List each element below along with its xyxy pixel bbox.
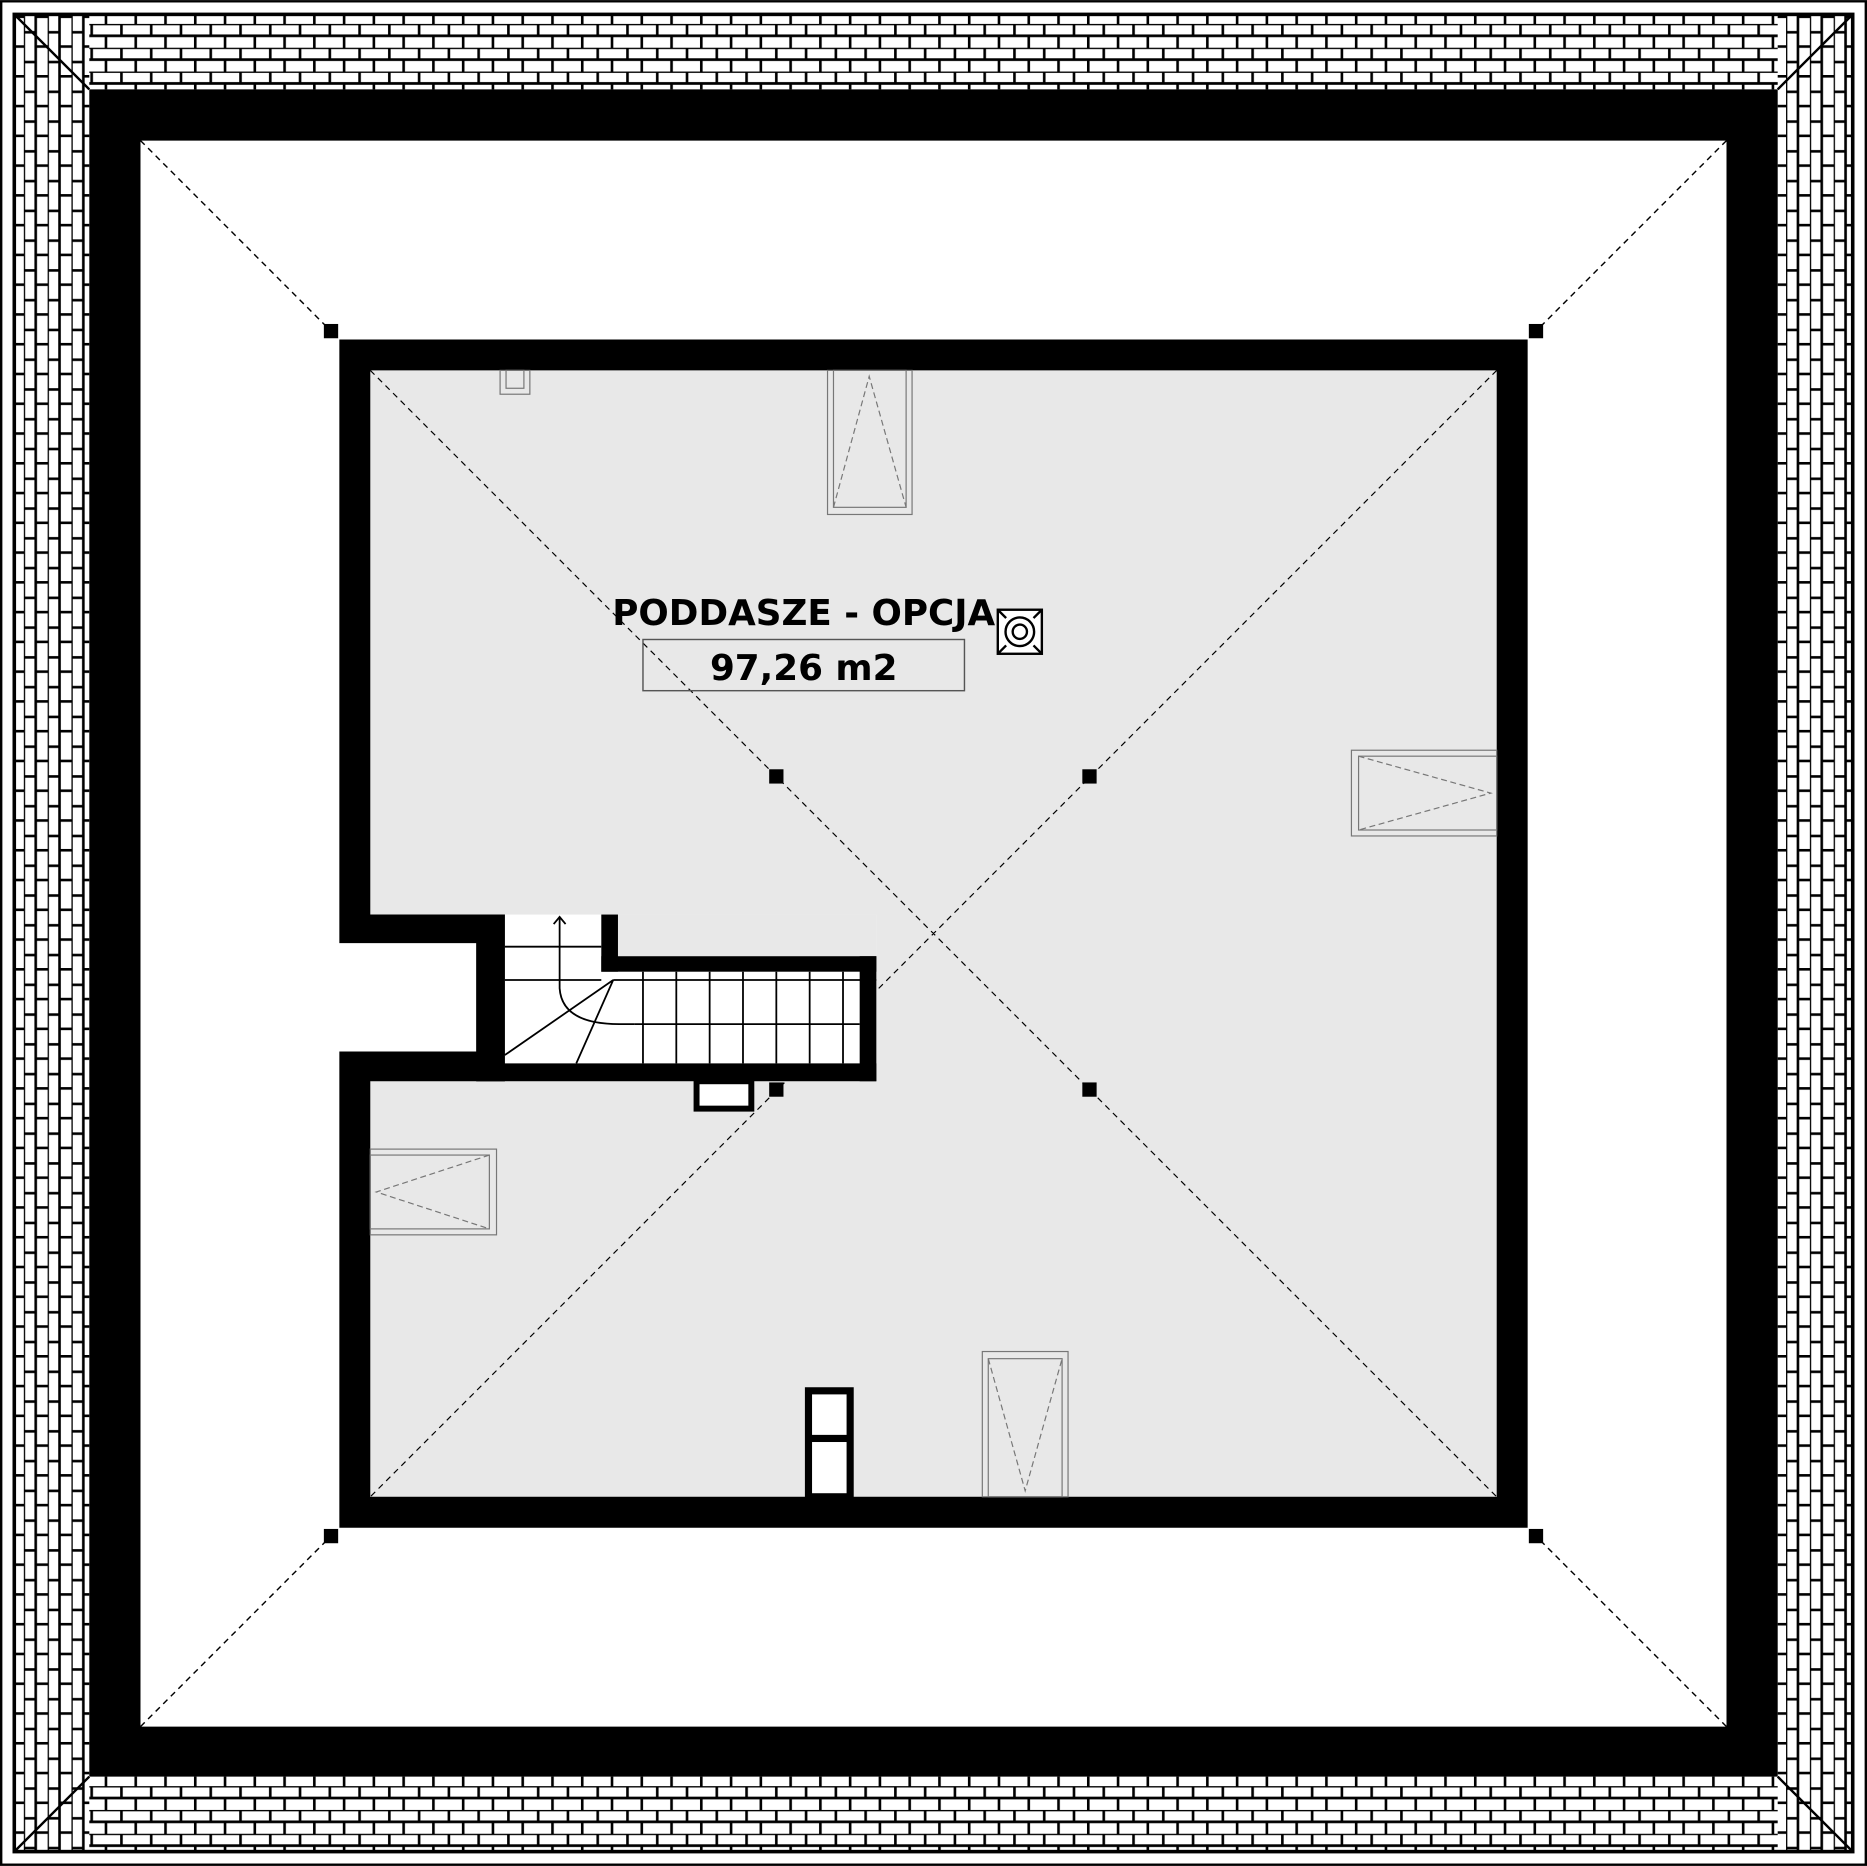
room-area-box: [642, 638, 966, 692]
post-markers: [323, 323, 1544, 1544]
attic-room: [339, 339, 1528, 1528]
chimney-icon: [804, 1387, 854, 1501]
ventilation-fan-icon: [996, 608, 1044, 655]
roof-window-icon: [826, 369, 913, 516]
roof-window-icon: [499, 369, 531, 395]
roof-window-icon: [1350, 749, 1498, 837]
roof-window-icon: [981, 1350, 1069, 1498]
stair-direction-arrow-icon: [552, 915, 567, 925]
roof-window-icon: [369, 1148, 498, 1236]
chimney-icon: [693, 1078, 755, 1112]
room-area: 97,26 m2: [710, 648, 898, 689]
room-name: PODDASZE - OPCJA: [612, 593, 995, 634]
staircase: [476, 914, 877, 1082]
